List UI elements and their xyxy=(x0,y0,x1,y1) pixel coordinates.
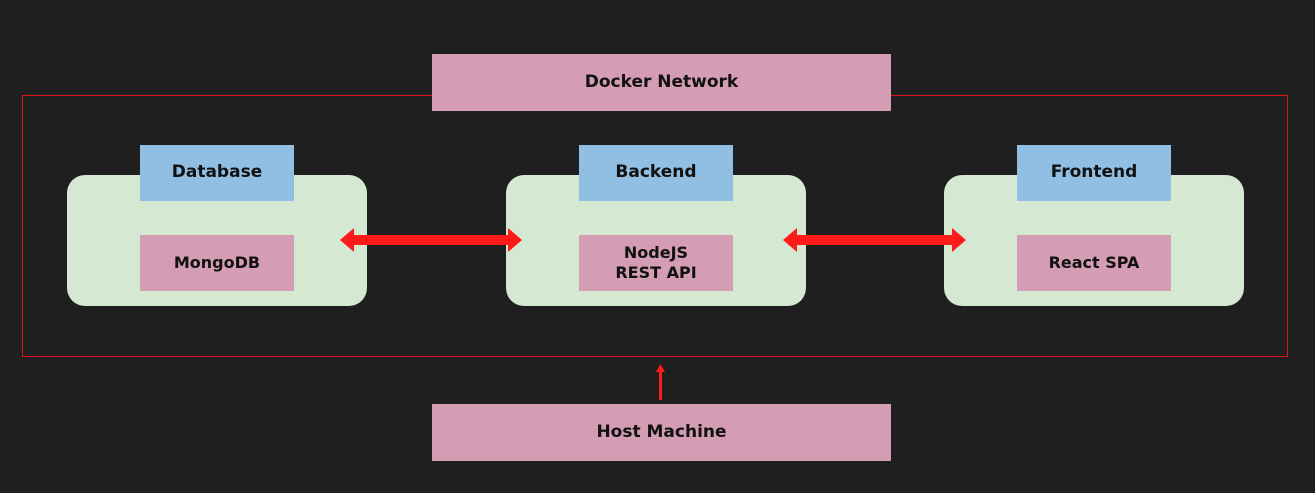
docker-network-label: Docker Network xyxy=(432,54,891,111)
host-machine-label: Host Machine xyxy=(432,404,891,461)
host-to-network-arrow xyxy=(656,364,665,400)
backend-title: Backend xyxy=(579,145,733,201)
database-title: Database xyxy=(140,145,294,201)
database-tech-label: MongoDB xyxy=(140,235,294,291)
backend-tech-label: NodeJS REST API xyxy=(579,235,733,291)
frontend-title: Frontend xyxy=(1017,145,1171,201)
frontend-tech-label: React SPA xyxy=(1017,235,1171,291)
